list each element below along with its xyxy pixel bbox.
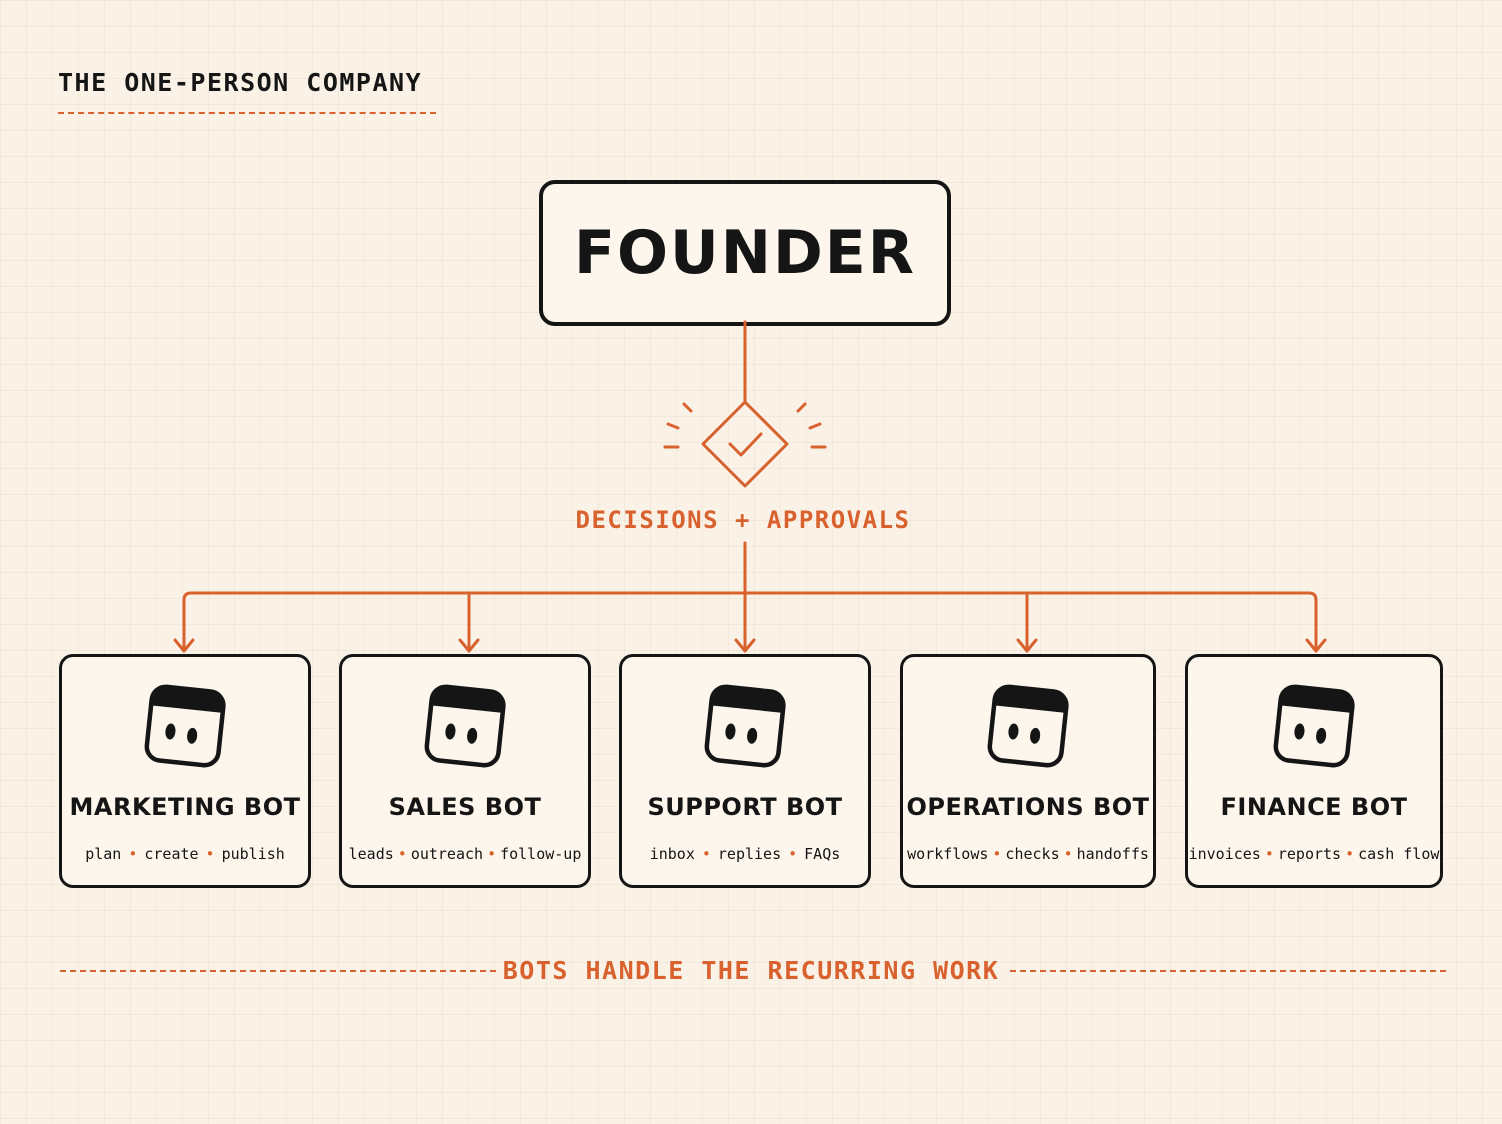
task-label: reports [1277,845,1342,863]
arrow-down-icon [1305,638,1327,653]
task-label: handoffs [1076,845,1149,863]
robot-face-icon [704,684,786,768]
bot-title: SUPPORT BOT [647,793,843,821]
footer-divider-right [1010,970,1446,972]
arrow-down-icon [734,638,756,653]
bullet-dot: • [701,845,711,863]
robot-face-icon [1273,684,1355,768]
arrow-down-icon [173,638,195,653]
robot-face-icon [424,684,506,768]
bot-card-sales: SALES BOT leads•outreach•follow-up [339,654,591,888]
bullet-dot: • [1063,845,1073,863]
bot-title: FINANCE BOT [1220,793,1408,821]
task-label: workflows [907,845,989,863]
bot-tasks: inbox • replies • FAQs [622,845,868,863]
bot-card-finance: FINANCE BOT invoices•reports•cash flow [1185,654,1443,888]
bot-tasks: workflows•checks•handoffs [903,845,1153,863]
robot-face-icon [987,684,1069,768]
bot-card-support: SUPPORT BOT inbox • replies • FAQs [619,654,871,888]
bot-tasks: leads•outreach•follow-up [342,845,588,863]
bullet-dot: • [205,845,215,863]
robot-face-icon [144,684,226,768]
distribution-bar [182,591,1318,652]
task-label: invoices [1188,845,1261,863]
bot-card-marketing: MARKETING BOT plan • create • publish [59,654,311,888]
bullet-dot: • [1345,845,1355,863]
bot-tasks: invoices•reports•cash flow [1188,845,1440,863]
bot-title: SALES BOT [388,793,542,821]
task-label: replies [717,845,782,863]
bot-tasks: plan • create • publish [62,845,308,863]
check-diamond-icon [663,400,827,488]
bot-card-operations: OPERATIONS BOT workflows•checks•handoffs [900,654,1156,888]
page-title: THE ONE-PERSON COMPANY [58,68,423,97]
task-label: outreach [410,845,484,863]
task-label: publish [221,845,285,863]
bot-title: MARKETING BOT [69,793,301,821]
footer-caption: BOTS HANDLE THE RECURRING WORK [502,956,1000,985]
task-label: checks [1005,845,1060,863]
task-label: follow-up [500,845,582,863]
task-label: FAQs [804,845,841,863]
bullet-dot: • [788,845,798,863]
task-label: inbox [649,845,695,863]
bullet-dot: • [397,845,407,863]
bullet-dot: • [1264,845,1274,863]
task-label: plan [85,845,122,863]
bot-title: OPERATIONS BOT [906,793,1150,821]
arrow-down-icon [458,638,480,653]
founder-node: FOUNDER [539,180,951,326]
task-label: create [144,845,199,863]
decisions-label: DECISIONS + APPROVALS [575,506,911,534]
task-label: cash flow [1358,845,1440,863]
bullet-dot: • [992,845,1002,863]
bullet-dot: • [487,845,497,863]
founder-label: FOUNDER [574,218,916,288]
arrow-down-icon [1016,638,1038,653]
task-label: leads [348,845,394,863]
bullet-dot: • [128,845,138,863]
footer-divider-left [60,970,496,972]
title-underline [58,112,436,114]
